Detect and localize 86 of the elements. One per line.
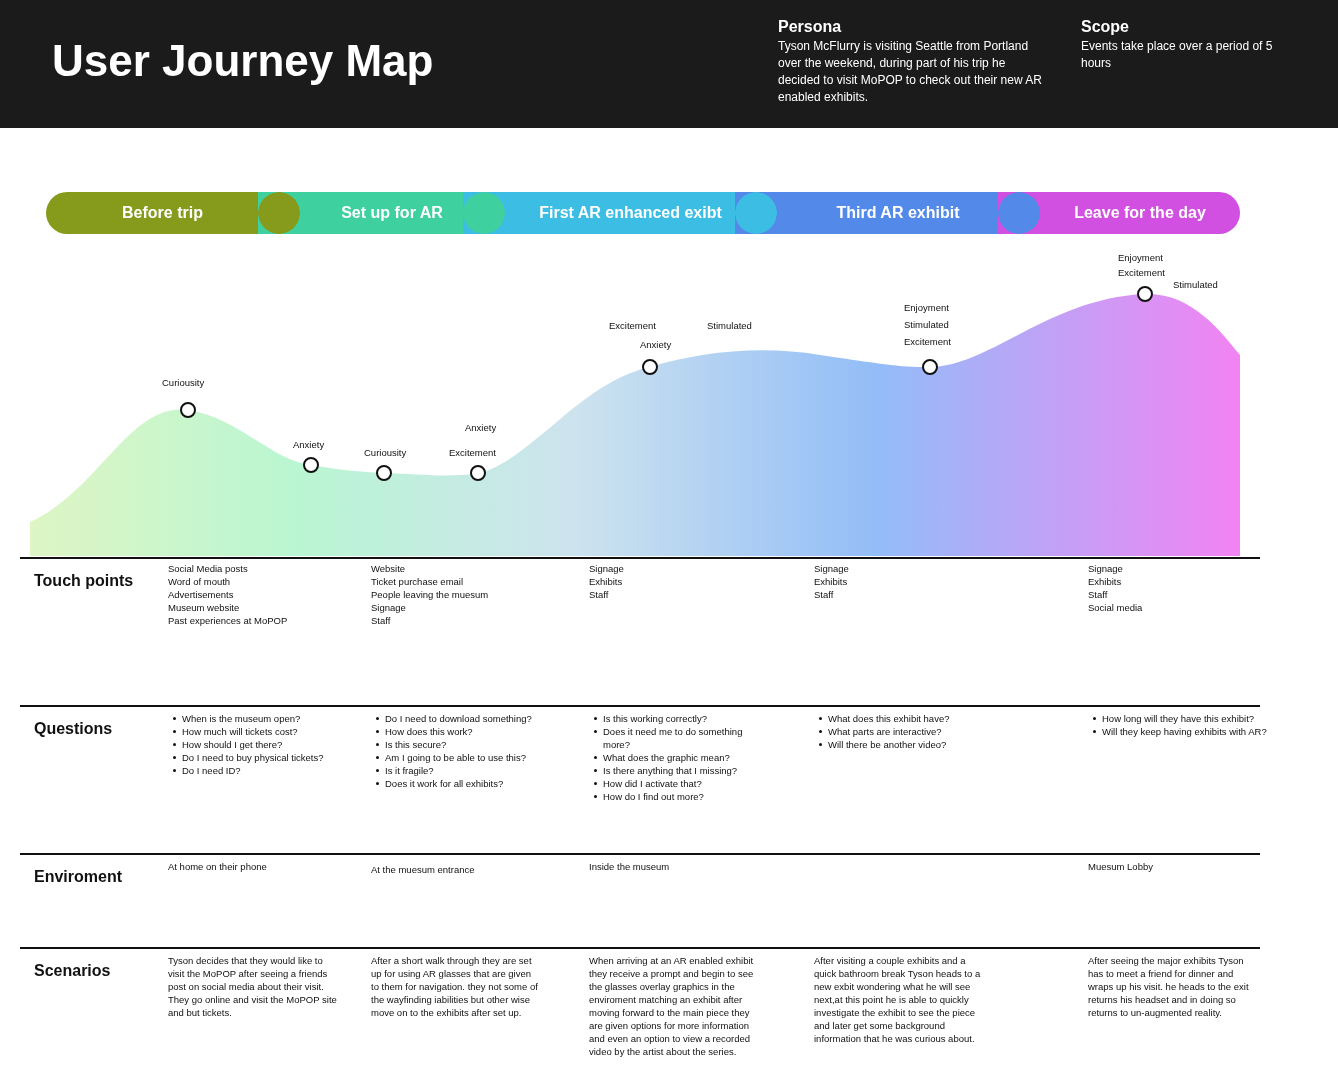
emotion-label: Curiousity xyxy=(162,377,205,388)
touchpoint-item: Exhibits xyxy=(1088,575,1123,588)
question-item: Is it fragile? xyxy=(385,764,435,777)
touchpoint-item: Past experiences at MoPOP xyxy=(168,614,289,627)
question-item: What does this exhibit have? xyxy=(828,712,951,725)
phase-pill: Third AR exhibit xyxy=(777,192,1040,234)
touchpoint-item: Museum website xyxy=(168,601,241,614)
question-item: How much will tickets cost? xyxy=(182,725,299,738)
question-item: Do I need to download something? xyxy=(385,712,533,725)
question-item: Does it work for all exhibits? xyxy=(385,777,505,790)
touchpoint-item: Ticket purchase email xyxy=(371,575,465,588)
touchpoint-item: Website xyxy=(371,562,407,575)
emotion-point xyxy=(1137,286,1153,302)
environment-text: Muesum Lobby xyxy=(1088,860,1154,873)
persona-text: Tyson McFlurry is visiting Seattle from Portland over the weekend, during part of his trip he decided to visit MoPOP to check out their new AR enabled exhibits. xyxy=(778,38,1043,106)
touchpoint-item: Signage xyxy=(1088,562,1124,575)
touchpoint-item: Staff xyxy=(814,588,835,601)
phase-pill: Leave for the day xyxy=(1040,192,1240,234)
question-item: When is the museum open? xyxy=(182,712,302,725)
persona-heading: Persona xyxy=(778,18,843,36)
emotion-label: Excitement xyxy=(609,320,656,331)
question-item: Does it need me to do something more? xyxy=(603,725,744,751)
question-item: Will there be another video? xyxy=(828,738,948,751)
emotion-label: Excitement xyxy=(449,447,496,458)
emotion-point xyxy=(180,402,196,418)
phase-pill: Before trip xyxy=(46,192,300,234)
question-item: Am I going to be able to use this? xyxy=(385,751,527,764)
emotion-label: Enjoyment xyxy=(904,302,949,313)
question-item: How should I get there? xyxy=(182,738,284,751)
touchpoint-item: Social Media posts xyxy=(168,562,249,575)
emotion-label: Anxiety xyxy=(640,339,672,350)
touchpoint-item: Staff xyxy=(371,614,392,627)
question-item: How did I activate that? xyxy=(603,777,703,790)
environment-text: Inside the museum xyxy=(589,860,671,873)
emotion-label: Stimulated xyxy=(1173,279,1218,290)
emotion-label: Stimulated xyxy=(707,320,752,331)
emotion-label: Enjoyment xyxy=(1118,252,1163,263)
emotion-point xyxy=(642,359,658,375)
scenario-text: After seeing the major exhibits Tyson has to meet a friend for dinner and wraps up his visit. he heads to the exit returns his headset and in doing so returns to un-augmented reality. xyxy=(1088,954,1250,1019)
touchpoint-item: Advertisements xyxy=(168,588,235,601)
question-item: Is this secure? xyxy=(385,738,448,751)
touchpoint-item: Signage xyxy=(814,562,850,575)
touchpoint-item: Staff xyxy=(1088,588,1109,601)
scope-text: Events take place over a period of 5 hours xyxy=(1081,38,1274,72)
question-item: What parts are interactive? xyxy=(828,725,943,738)
emotion-point xyxy=(376,465,392,481)
emotion-point xyxy=(470,465,486,481)
row-heading: Enviroment xyxy=(34,868,122,886)
scenario-text: After visiting a couple exhibits and a quick bathroom break Tyson heads to a new exbit wondering what he will see next,at this point he is able to quickly investigate the exhibit to see the piece and later get some background information that he was curious about. xyxy=(814,954,982,1045)
emotion-point xyxy=(303,457,319,473)
question-item: How long will they have this exhibit? xyxy=(1102,712,1256,725)
row-heading: Scenarios xyxy=(34,962,111,980)
question-item: How does this work? xyxy=(385,725,474,738)
row-heading: Questions xyxy=(34,720,113,738)
question-item: Is there anything that I missing? xyxy=(603,764,739,777)
emotion-label: Anxiety xyxy=(293,439,325,450)
scenario-text: When arriving at an AR enabled exhibit they receive a prompt and begin to see the glasses overlay graphics in the enviroment matching an exhibit after moving forward to the main piece they are given options for more information and even an option to view a recorded video by the artist about the series. xyxy=(589,954,755,1058)
emotion-point xyxy=(922,359,938,375)
touchpoint-item: Social media xyxy=(1088,601,1144,614)
question-item: Is this working correctly? xyxy=(603,712,708,725)
emotion-label: Stimulated xyxy=(904,319,949,330)
scope-heading: Scope xyxy=(1081,18,1130,36)
question-item: How do I find out more? xyxy=(603,790,705,803)
scenario-text: After a short walk through they are set up for using AR glasses that are given to them for navigation. they not some of the wayfinding iabilities but other wise move on to the exhibits after set up. xyxy=(371,954,539,1019)
emotion-label: Anxiety xyxy=(465,422,497,433)
touchpoint-item: Signage xyxy=(371,601,407,614)
emotion-label: Excitement xyxy=(1118,267,1165,278)
question-item: Will they keep having exhibits with AR? xyxy=(1102,725,1267,738)
environment-text: At home on their phone xyxy=(168,860,268,873)
question-item: Do I need to buy physical tickets? xyxy=(182,751,325,764)
touchpoint-item: Word of mouth xyxy=(168,575,232,588)
touchpoint-item: People leaving the muesum xyxy=(371,588,490,601)
touchpoint-item: Exhibits xyxy=(814,575,849,588)
phase-pill: Set up for AR xyxy=(300,192,505,234)
environment-text: At the muesum entrance xyxy=(371,863,476,876)
emotion-label: Curiousity xyxy=(364,447,407,458)
touchpoint-item: Signage xyxy=(589,562,625,575)
question-item: What does the graphic mean? xyxy=(603,751,731,764)
scenario-text: Tyson decides that they would like to visit the MoPOP after seeing a friends post on social media about their visit. They go online and visit the MoPOP site and but tickets. xyxy=(168,954,338,1019)
row-heading: Touch points xyxy=(34,572,134,590)
page-title: User Journey Map xyxy=(52,36,434,86)
question-item: Do I need ID? xyxy=(182,764,242,777)
emotion-label: Excitement xyxy=(904,336,951,347)
touchpoint-item: Exhibits xyxy=(589,575,624,588)
phase-pill: First AR enhanced exibt xyxy=(505,192,777,234)
touchpoint-item: Staff xyxy=(589,588,610,601)
